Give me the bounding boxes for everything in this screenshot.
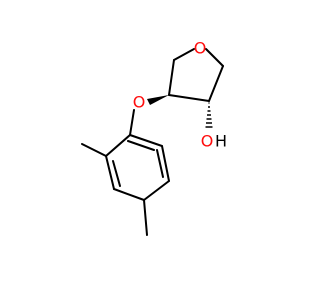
- bond-o1-c5: [205, 48, 224, 67]
- tetrahydrofuran-ring: [168, 48, 224, 102]
- ether-oxygen-label: O: [133, 93, 146, 112]
- bond-c4-c3: [168, 94, 210, 102]
- bond-ether-o-aryl: [129, 109, 135, 136]
- bond-c5-c4: [208, 65, 224, 102]
- bond-ar2-ar3: [105, 155, 115, 190]
- hydroxyl-oxygen-label: O: [201, 132, 214, 151]
- bond-ar4-ar5: [143, 180, 170, 201]
- bond-ar1-ar2: [105, 134, 131, 157]
- benzene-ring: [105, 134, 170, 201]
- methyl-bond-para: [143, 199, 148, 236]
- methyl-bond-ortho: [81, 143, 107, 157]
- bond-ar3-ar4: [113, 188, 145, 201]
- bond-c2-o1: [173, 48, 195, 61]
- double-bond-inner-1: [112, 160, 121, 187]
- wedge-bond-c3-ether-o: [147, 95, 169, 105]
- bond-ar6-ar1: [129, 134, 163, 147]
- double-bond-inner-3: [127, 140, 155, 151]
- hydroxyl-hydrogen-label: H: [215, 132, 227, 151]
- hash-bond-c4-hydroxyl-o: [205, 102, 213, 128]
- bond-ar5-ar6: [161, 145, 170, 182]
- double-bond-inner-2: [156, 149, 164, 178]
- ring-oxygen-label: O: [194, 39, 207, 58]
- molecule-structure: O O O H: [81, 39, 227, 236]
- bond-c3-c2: [168, 59, 175, 96]
